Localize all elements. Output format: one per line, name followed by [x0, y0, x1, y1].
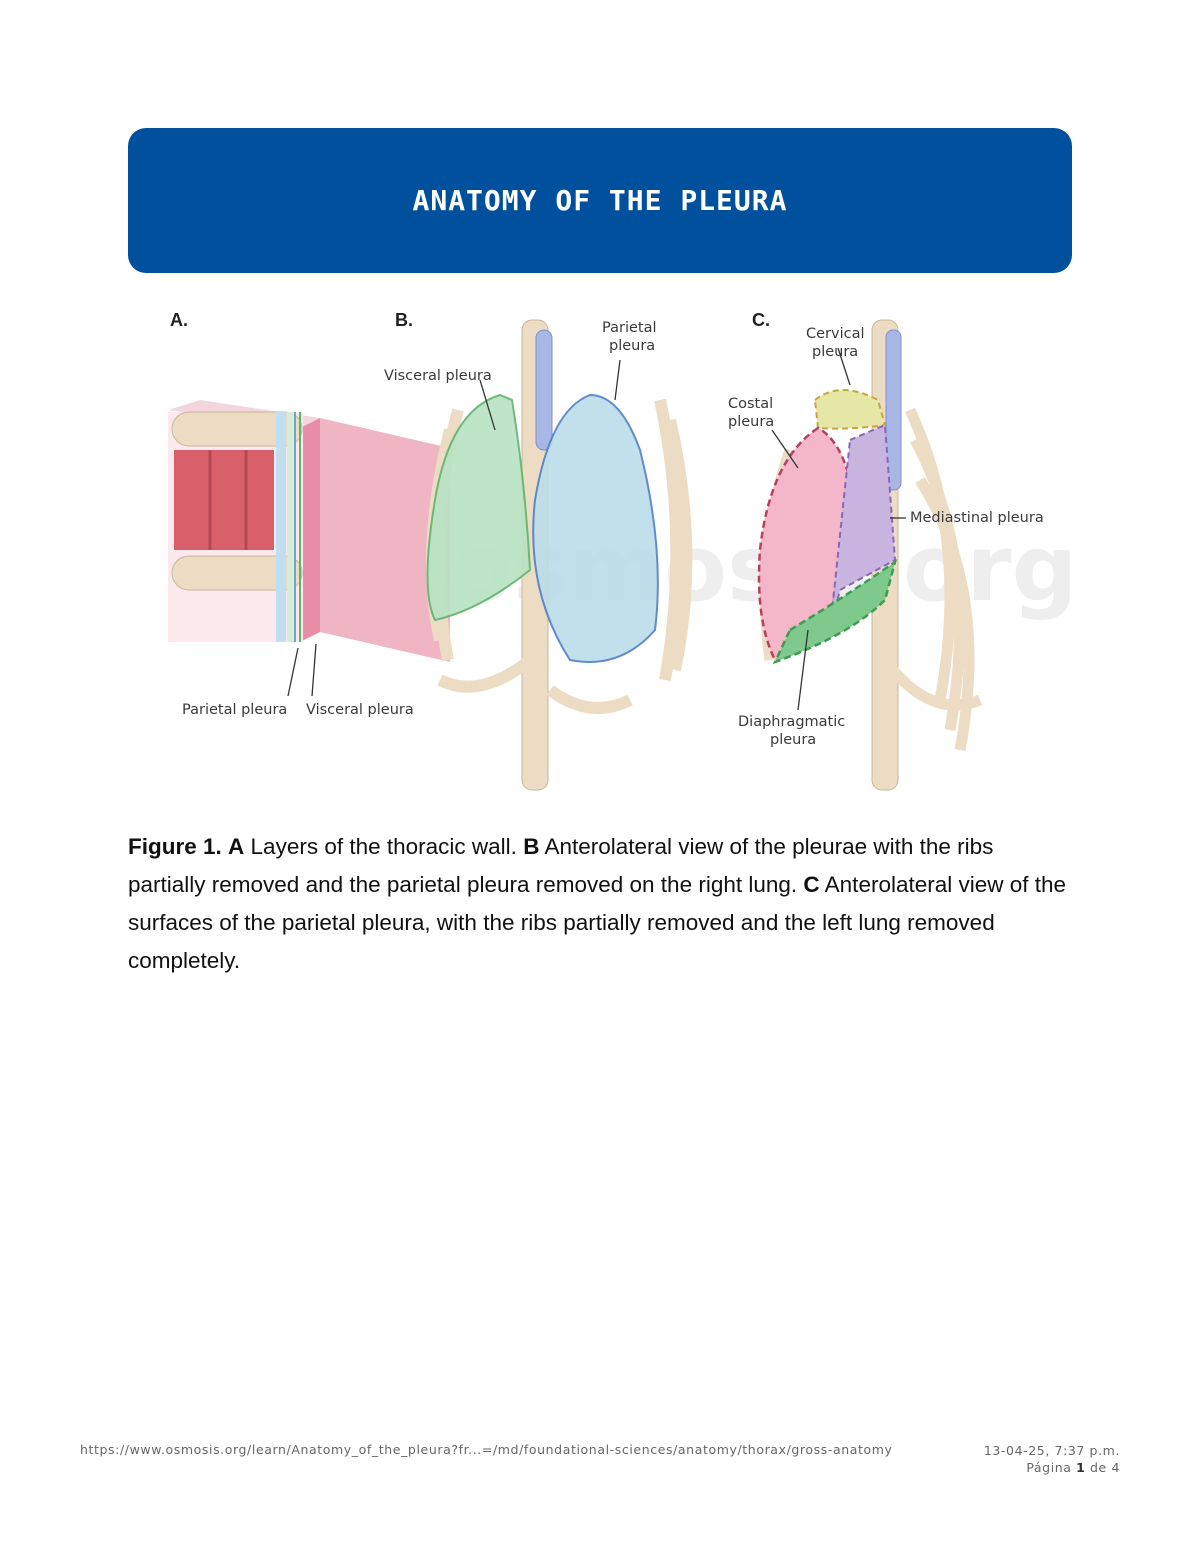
footer-url: https://www.osmosis.org/learn/Anatomy_of…	[80, 1442, 893, 1457]
page-current: 1	[1076, 1460, 1086, 1475]
label-c-costal-line2: pleura	[728, 414, 774, 430]
footer-datetime: 13-04-25, 7:37 p.m.	[983, 1443, 1120, 1458]
page-title: ANATOMY OF THE PLEURA	[412, 184, 788, 217]
panel-a-illustration	[168, 400, 450, 697]
caption-text-c: Anterolateral view of the surfaces of th…	[128, 872, 1067, 973]
label-c-cervical-line1: Cervical	[806, 326, 865, 342]
label-c-diaphragmatic-line1: Diaphragmatic	[738, 714, 845, 730]
caption-text-b: Anterolateral view of the pleurae with t…	[128, 834, 994, 897]
panel-b-letter: B.	[395, 310, 413, 330]
label-c-mediastinal-pleura: Mediastinal pleura	[910, 510, 1044, 526]
label-a-visceral-pleura: Visceral pleura	[306, 702, 414, 718]
panel-a-letter: A.	[170, 310, 188, 330]
label-b-parietal-line2: pleura	[609, 338, 655, 354]
caption-letter-a: A	[228, 834, 245, 859]
figure-caption: Figure 1. A Layers of the thoracic wall.…	[128, 828, 1072, 980]
label-a-parietal-pleura: Parietal pleura	[182, 702, 287, 718]
label-b-parietal-line1: Parietal	[602, 320, 657, 336]
panel-c-illustration	[757, 319, 983, 791]
label-c-costal-line1: Costal	[728, 396, 773, 412]
label-c-cervical-line2: pleura	[812, 344, 858, 360]
page-prefix: Página	[1026, 1460, 1077, 1475]
figure-illustration: osmosis.org A. Parietal pleura Visceral …	[168, 310, 1070, 791]
page-total: 4	[1111, 1460, 1120, 1475]
pleura-figure: osmosis.org A. Parietal pleura Visceral …	[150, 300, 1070, 800]
panel-b-illustration	[426, 319, 693, 791]
panel-c-letter: C.	[752, 310, 770, 330]
page-mid: de	[1085, 1460, 1112, 1475]
footer-meta: 13-04-25, 7:37 p.m. Página 1 de 4	[984, 1442, 1120, 1476]
label-b-visceral-pleura: Visceral pleura	[384, 368, 492, 384]
caption-letter-c: C	[803, 872, 820, 897]
caption-figure-label: Figure 1.	[128, 834, 222, 859]
caption-text-a: Layers of the thoracic wall.	[244, 834, 524, 859]
title-banner: ANATOMY OF THE PLEURA	[128, 128, 1072, 273]
label-c-diaphragmatic-line2: pleura	[770, 732, 816, 748]
caption-letter-b: B	[523, 834, 540, 859]
page-indicator: Página 1 de 4	[984, 1459, 1120, 1476]
